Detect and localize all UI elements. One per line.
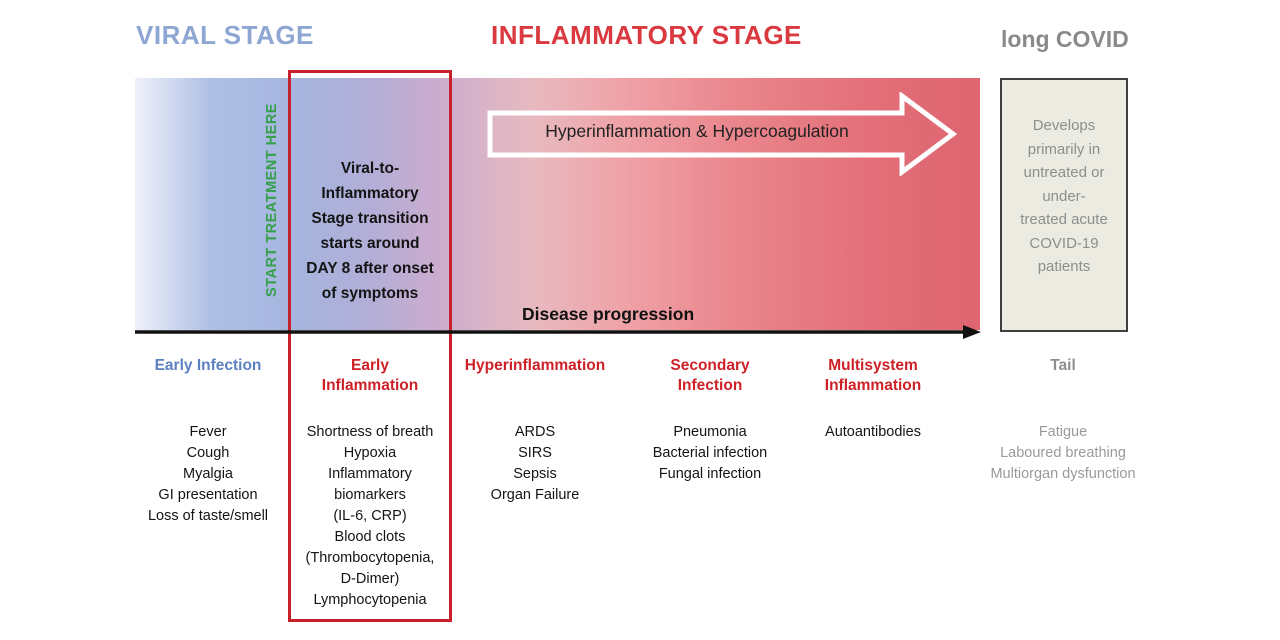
- symptom-item: SIRS: [518, 445, 552, 461]
- phase-header-early-infection: Early Infection: [154, 357, 262, 374]
- viral-stage-title: VIRAL STAGE: [136, 20, 314, 50]
- symptom-item: Blood clots (Thrombocytopenia, D-Dimer): [305, 529, 435, 587]
- phase-items-hyperinflammation: ARDS SIRS Sepsis Organ Failure: [449, 422, 621, 506]
- symptom-item: Fatigue: [1038, 424, 1088, 440]
- phase-header-hyperinflammation: Hyperinflammation: [464, 357, 606, 374]
- symptom-item: Autoantibodies: [825, 424, 921, 440]
- symptom-item: Bacterial infection: [652, 445, 768, 461]
- hyperinflammation-arrow-label: Hyperinflammation & Hypercoagulation: [545, 121, 849, 141]
- symptom-item: Shortness of breath: [306, 424, 434, 440]
- long-covid-description: Develops primarily in untreated or under…: [1020, 117, 1108, 275]
- phase-items-tail: Fatigue Laboured breathing Multiorgan dy…: [983, 422, 1143, 485]
- transition-note: Viral-to- Inflammatory Stage transition …: [306, 160, 434, 302]
- inflammatory-stage-title: INFLAMMATORY STAGE: [491, 20, 802, 50]
- start-treatment-marker: START TREATMENT HERE: [264, 103, 280, 297]
- phase-header-tail: Tail: [1050, 357, 1076, 374]
- symptom-item: Cough: [186, 445, 230, 461]
- phase-items-early-inflammation: Shortness of breath Hypoxia Inflammatory…: [288, 422, 452, 611]
- symptom-item: Inflammatory biomarkers (IL-6, CRP): [328, 466, 412, 524]
- symptom-item: Pneumonia: [673, 424, 747, 440]
- symptom-item: GI presentation: [158, 487, 258, 503]
- phase-items-secondary-infection: Pneumonia Bacterial infection Fungal inf…: [630, 422, 790, 485]
- symptom-item: ARDS: [514, 424, 556, 440]
- symptom-item: Myalgia: [183, 466, 233, 482]
- phase-items-multisystem-inflammation: Autoantibodies: [793, 422, 953, 443]
- symptom-item: Organ Failure: [490, 487, 580, 503]
- long-covid-box: [1000, 78, 1128, 332]
- hyperinflammation-arrow-icon: [487, 92, 957, 176]
- symptom-item: Fever: [189, 424, 227, 440]
- symptom-item: Multiorgan dysfunction: [990, 466, 1136, 482]
- phase-header-secondary-infection: Secondary Infection: [670, 357, 750, 394]
- transition-highlight-box: [288, 70, 452, 622]
- disease-progression-gradient-band: [135, 78, 980, 330]
- phase-header-multisystem-inflammation: Multisystem Inflammation: [824, 357, 922, 394]
- symptom-item: Laboured breathing: [1000, 445, 1126, 461]
- timeline-axis-arrow-icon: [135, 325, 981, 339]
- symptom-item: Loss of taste/smell: [147, 508, 269, 524]
- symptom-item: Fungal infection: [658, 466, 762, 482]
- symptom-item: Lymphocytopenia: [313, 592, 427, 608]
- phase-items-early-infection: Fever Cough Myalgia GI presentation Loss…: [130, 422, 286, 527]
- long-covid-title: long COVID: [1001, 26, 1129, 52]
- disease-progression-label: Disease progression: [522, 304, 695, 324]
- symptom-item: Sepsis: [513, 466, 557, 482]
- phase-header-early-inflammation: Early Inflammation: [321, 357, 419, 394]
- symptom-item: Hypoxia: [343, 445, 397, 461]
